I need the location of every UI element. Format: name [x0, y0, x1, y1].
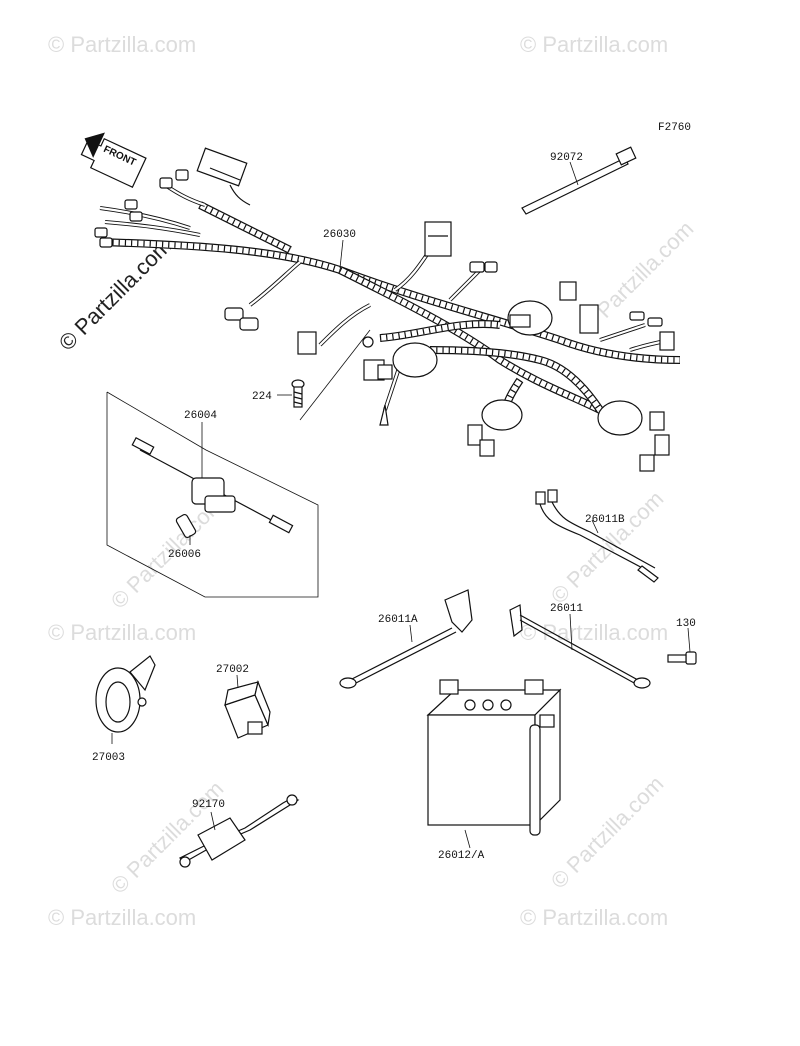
sub-harness-box	[106, 391, 319, 598]
label-92072: 92072	[550, 152, 583, 164]
label-26011B: 26011B	[585, 514, 625, 526]
label-26011: 26011	[550, 603, 583, 615]
cable-tie-icon	[521, 146, 637, 215]
label-26006: 26006	[168, 549, 201, 561]
watermark: © Partzilla.com	[546, 486, 669, 609]
bolt-130-icon	[667, 651, 697, 665]
main-harness	[99, 183, 681, 416]
label-224: 224	[252, 391, 272, 403]
horn-icon	[95, 655, 156, 733]
label-27003: 27003	[92, 752, 125, 764]
figure-code: F2760	[658, 122, 691, 134]
watermarks: © Partzilla.com © Partzilla.com © Partzi…	[48, 32, 698, 930]
battery-cable-26011a	[339, 589, 473, 689]
label-26004: 26004	[184, 410, 217, 422]
watermark-dark: © Partzilla.com	[54, 233, 177, 356]
label-26011A: 26011A	[378, 614, 418, 626]
lead-wire-26011b	[535, 489, 659, 583]
watermark: © Partzilla.com	[546, 771, 669, 894]
label-130: 130	[676, 618, 696, 630]
bracket-icon	[178, 794, 300, 868]
watermark: © Partzilla.com	[48, 32, 196, 57]
battery-icon	[426, 679, 562, 836]
harness-connectors	[94, 147, 675, 472]
watermark: © Partzilla.com	[48, 905, 196, 930]
front-arrow-icon: FRONT	[80, 132, 147, 188]
watermark: © Partzilla.com	[520, 32, 668, 57]
bolt-icon	[291, 379, 305, 408]
label-26030: 26030	[323, 229, 356, 241]
relay-icon	[224, 679, 271, 739]
label-27002: 27002	[216, 664, 249, 676]
battery-cable-26011	[509, 604, 651, 689]
watermark: © Partzilla.com	[520, 620, 668, 645]
label-26012A: 26012/A	[438, 850, 485, 862]
watermark: © Partzilla.com	[520, 905, 668, 930]
label-92170: 92170	[192, 799, 225, 811]
watermark: © Partzilla.com	[48, 620, 196, 645]
